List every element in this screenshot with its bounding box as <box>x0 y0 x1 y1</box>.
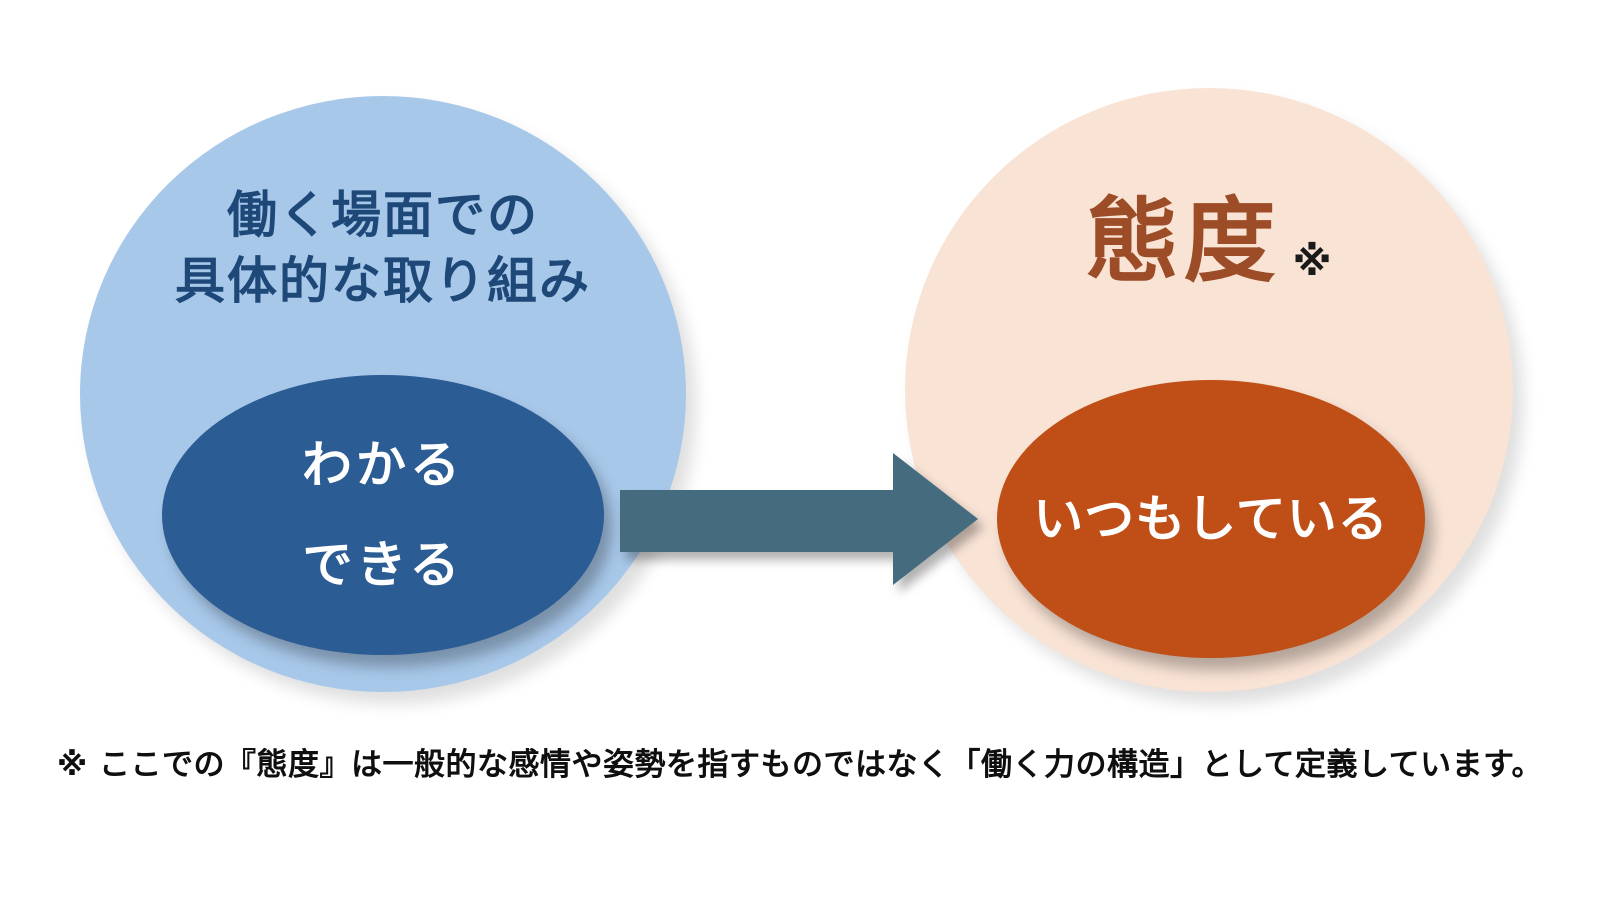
flow-arrow-shape <box>620 453 978 585</box>
left-circle-title: 働く場面での 具体的な取り組み <box>80 182 686 314</box>
right-inner-ellipse: いつもしている <box>997 380 1425 658</box>
reference-mark-icon: ※ <box>1292 239 1332 285</box>
flow-arrow-right-icon <box>620 453 978 585</box>
right-circle-title: 態度 ※ <box>905 196 1513 288</box>
left-inner-ellipse-line2: できる <box>302 536 464 594</box>
footnote: ※ ここでの『態度』は一般的な感情や姿勢を指すものではなく「働く力の構造」として… <box>57 747 1543 783</box>
right-inner-ellipse-label: いつもしている <box>1033 490 1389 548</box>
left-inner-ellipse: わかる できる <box>162 375 604 655</box>
left-circle-title-line2: 具体的な取り組み <box>175 252 591 310</box>
left-inner-ellipse-line1: わかる <box>302 436 464 494</box>
left-circle-title-line1: 働く場面での <box>227 186 539 244</box>
right-circle-title-text: 態度 <box>1086 188 1281 295</box>
